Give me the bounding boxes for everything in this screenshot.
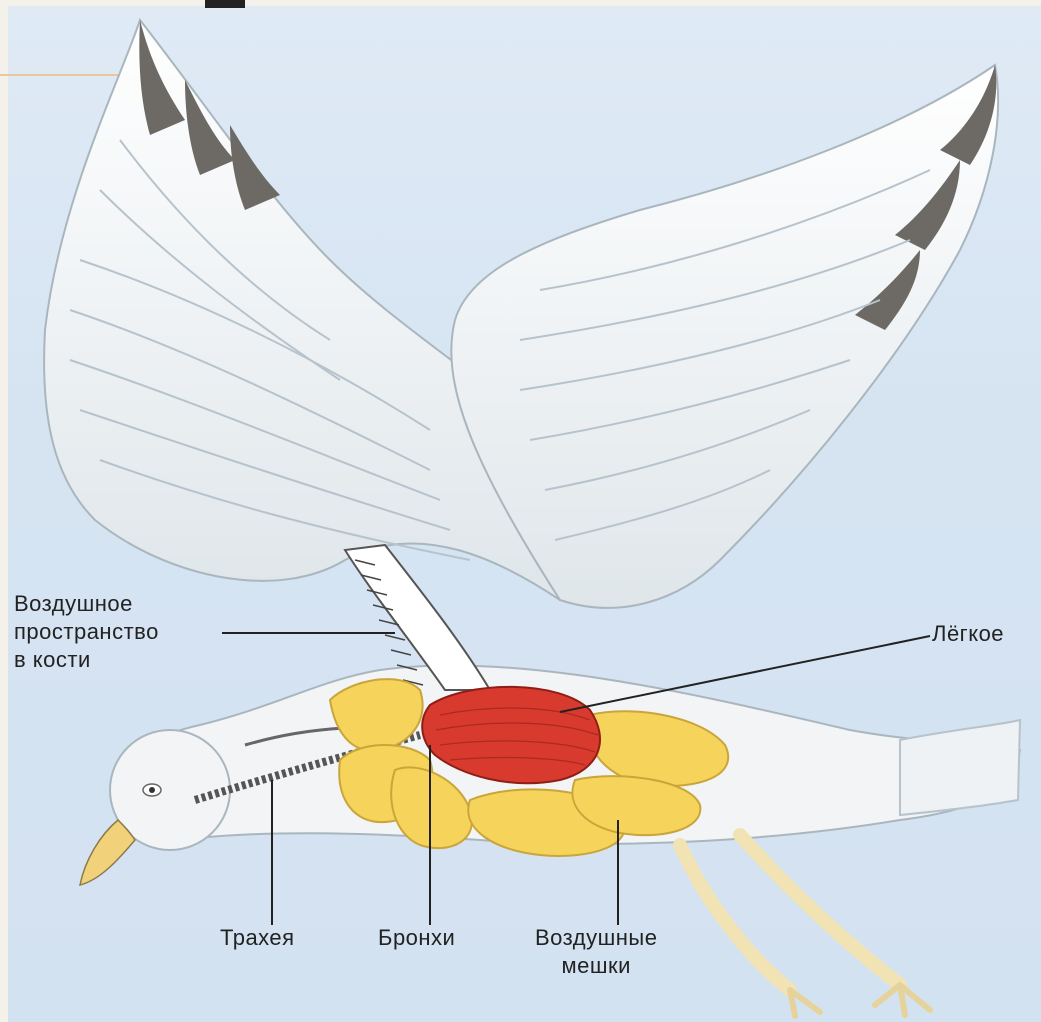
right-wing [451,65,998,608]
label-air-space-line-1: Воздушное [14,590,159,618]
label-air-sacs-line-1: Воздушные [535,924,657,952]
leader-lung [560,636,930,712]
label-lung: Лёгкое [932,620,1004,648]
label-air-sacs: Воздушные мешки [535,924,657,980]
label-trachea: Трахея [220,924,295,952]
label-bronchi: Бронхи [378,924,455,952]
label-air-space-line-3: в кости [14,646,159,674]
label-air-sacs-line-2: мешки [535,952,657,980]
label-air-space-line-2: пространство [14,618,159,646]
label-air-space-in-bone: Воздушное пространство в кости [14,590,159,674]
